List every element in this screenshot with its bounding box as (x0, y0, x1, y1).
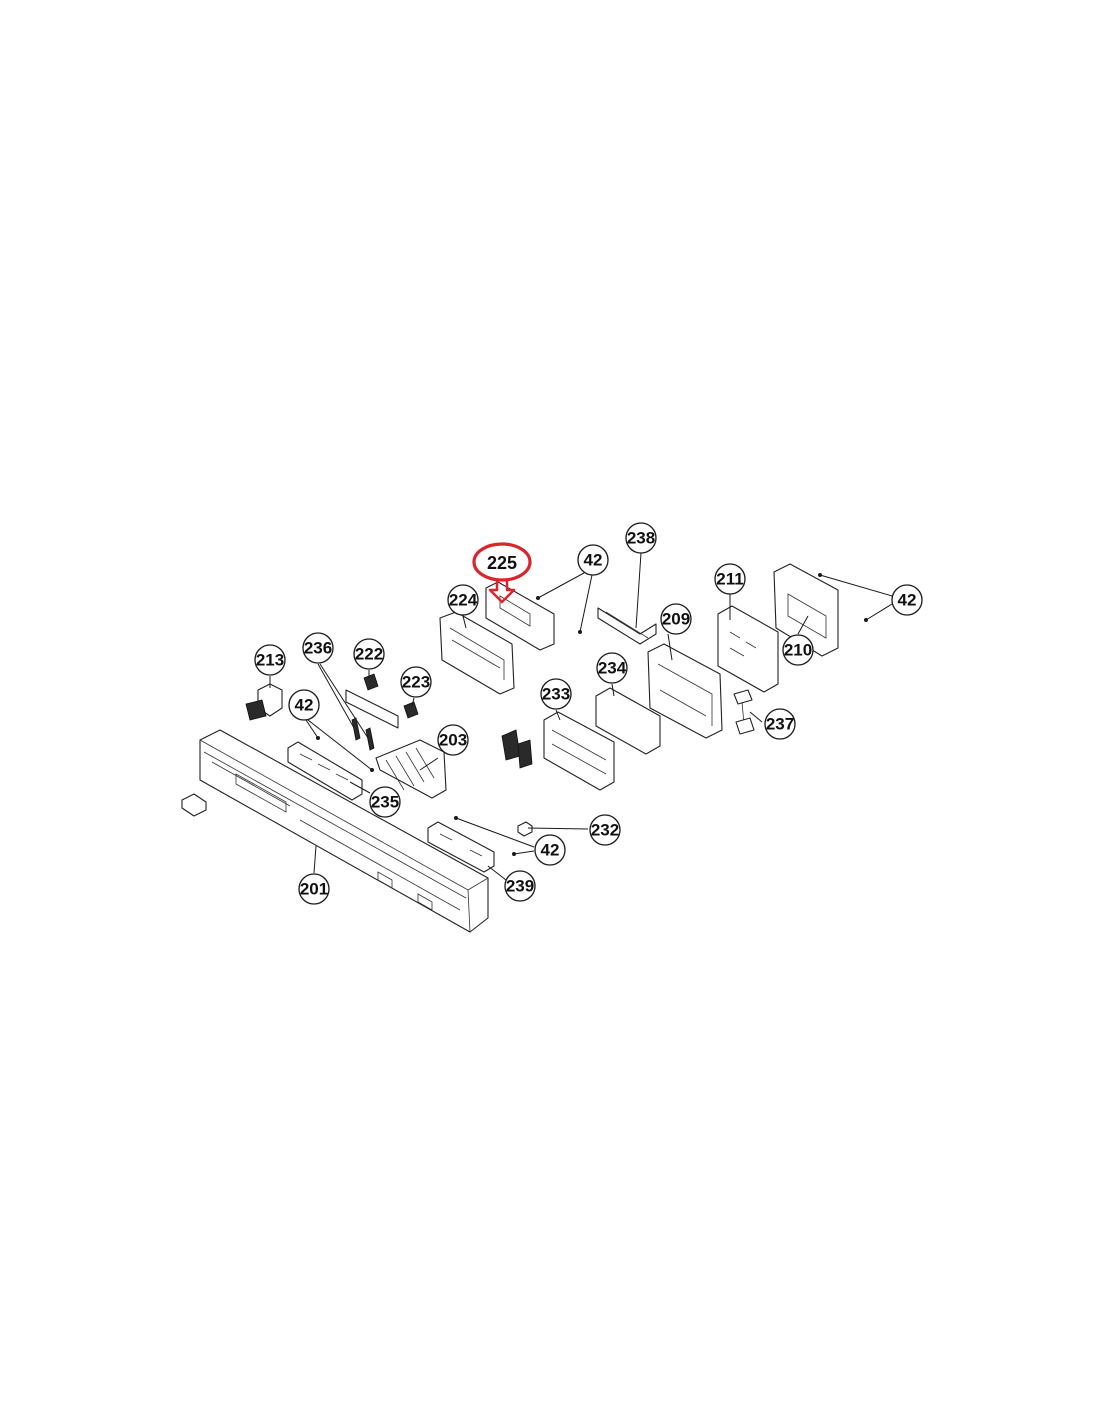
part-223-button (403, 701, 419, 719)
part-239-strip (427, 821, 495, 873)
callout-223[interactable]: 223 (400, 666, 432, 698)
callout-201[interactable]: 201 (298, 873, 330, 905)
callout-42[interactable]: 42 (534, 834, 566, 866)
callout-label: 42 (584, 551, 603, 570)
callout-211[interactable]: 211 (714, 563, 746, 595)
callout-label: 238 (627, 529, 655, 548)
part-209-housing (647, 643, 723, 739)
callout-label: 42 (541, 841, 560, 860)
callout-235[interactable]: 235 (369, 786, 401, 818)
callout-label: 233 (542, 685, 570, 704)
part-238-cable (597, 607, 657, 645)
callout-225[interactable]: 225 (487, 553, 517, 573)
callout-label: 201 (300, 880, 328, 899)
callout-232[interactable]: 232 (589, 814, 621, 846)
callout-label: 225 (487, 553, 517, 573)
callout-209[interactable]: 209 (660, 603, 692, 635)
callout-224[interactable]: 224 (447, 584, 479, 616)
callout-222[interactable]: 222 (353, 638, 385, 670)
part-222-button (345, 673, 399, 729)
callout-label: 210 (784, 641, 812, 660)
callout-label: 223 (402, 673, 430, 692)
callout-42[interactable]: 42 (577, 544, 609, 576)
callout-label: 239 (506, 877, 534, 896)
callout-238[interactable]: 238 (625, 522, 657, 554)
callout-233[interactable]: 233 (540, 678, 572, 710)
callouts: 225 42 238 211 42 224 209 210 (254, 522, 923, 905)
part-232-clip (517, 821, 533, 837)
callout-label: 224 (449, 591, 478, 610)
part-203-bracket (375, 739, 447, 799)
highlight-marker (472, 542, 532, 604)
callout-label: 213 (256, 651, 284, 670)
callout-42[interactable]: 42 (891, 584, 923, 616)
part-234-board (595, 687, 661, 755)
leader-lines (269, 552, 893, 881)
callout-237[interactable]: 237 (764, 708, 796, 740)
callout-label: 203 (439, 731, 467, 750)
callout-label: 234 (598, 659, 627, 678)
callout-label: 235 (371, 793, 399, 812)
callout-239[interactable]: 239 (504, 870, 536, 902)
part-233-module (501, 711, 615, 791)
highlight-arrow-icon (488, 578, 516, 604)
callout-210[interactable]: 210 (782, 634, 814, 666)
callout-label: 222 (355, 645, 383, 664)
callout-236[interactable]: 236 (302, 632, 334, 664)
part-235-button-strip (287, 741, 363, 801)
callout-213[interactable]: 213 (254, 644, 286, 676)
part-237-harness (733, 689, 755, 735)
part-201-control-panel (181, 729, 489, 933)
callout-label: 42 (295, 696, 314, 715)
callout-label: 42 (898, 591, 917, 610)
callout-234[interactable]: 234 (596, 652, 628, 684)
part-211-power-board (717, 605, 779, 693)
callout-label: 209 (662, 610, 690, 629)
part-213-switch (245, 683, 283, 721)
callout-label: 211 (716, 570, 743, 589)
callout-203[interactable]: 203 (437, 724, 469, 756)
callout-label: 236 (304, 639, 332, 658)
callout-label: 237 (766, 715, 794, 734)
part-236-pins (351, 717, 375, 751)
callout-label: 232 (591, 821, 619, 840)
callout-42[interactable]: 42 (288, 689, 320, 721)
part-210-cover (773, 563, 839, 657)
